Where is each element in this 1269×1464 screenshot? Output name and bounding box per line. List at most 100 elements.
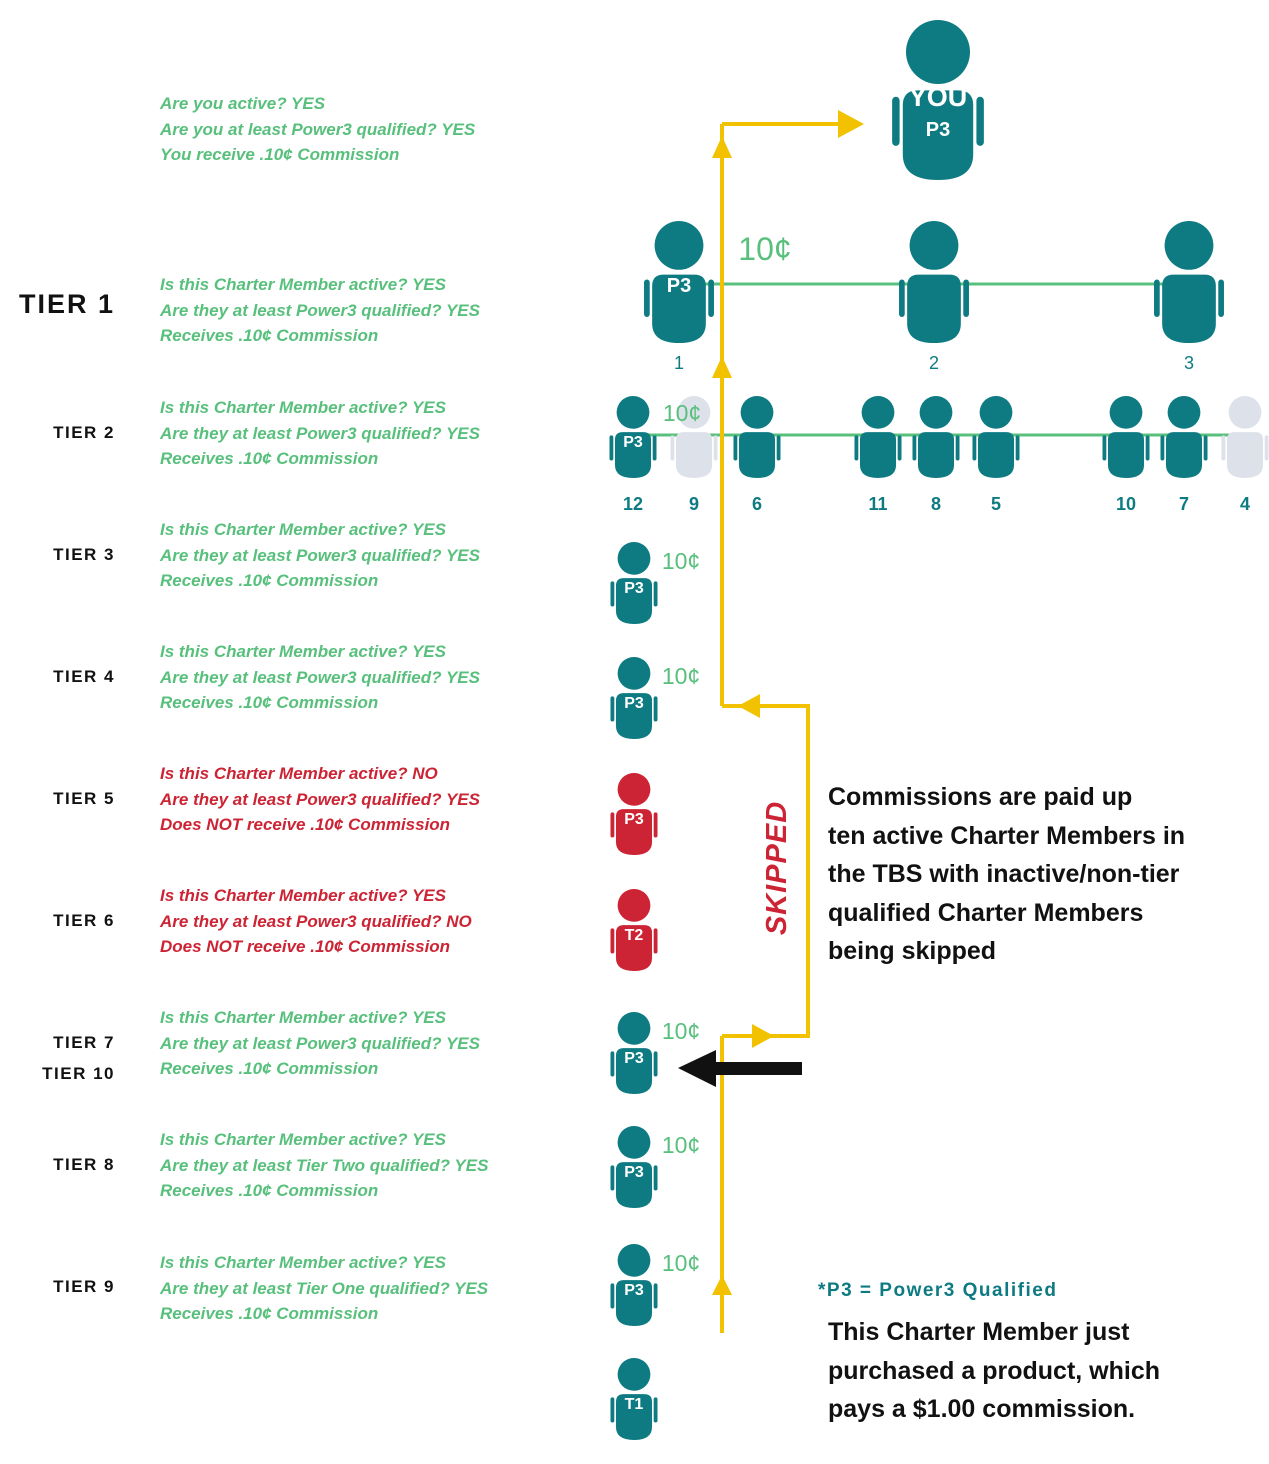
person-right-arm [653, 812, 658, 838]
person-right-arm [653, 1397, 658, 1423]
you-question-qualified: Are you at least Power3 qualified? YES [160, 119, 476, 139]
chain-commission: 10¢ [662, 548, 700, 574]
tier-1-questions: Is this Charter Member active? YES Are t… [160, 272, 480, 349]
member-number: 1 [674, 353, 684, 373]
person-right-arm [1203, 435, 1208, 461]
person-head [861, 396, 895, 429]
tier-2-question-qualified: Are they at least Power3 qualified? YES [160, 423, 480, 443]
person-body [859, 432, 897, 478]
person-right-arm [1145, 435, 1150, 461]
tier-6-question-commission: Does NOT receive .10¢ Commission [160, 937, 451, 956]
member-badge: P3 [667, 275, 691, 297]
tier-2-question-commission: Receives .10¢ Commission [160, 449, 379, 468]
person-body [1107, 432, 1145, 478]
tier-1-question-active: Is this Charter Member active? YES [160, 275, 446, 294]
you-question-active: Are you active? YES [160, 94, 326, 113]
person-head [617, 889, 651, 922]
member-number: 4 [1240, 494, 1250, 514]
person-right-arm [653, 1051, 658, 1077]
arrow-head-up [712, 136, 732, 158]
person-head [617, 1244, 651, 1277]
tier-2-member-icon [1102, 396, 1150, 478]
arrow-head-up [712, 356, 732, 378]
tier-7-question-commission: Receives .10¢ Commission [160, 1059, 379, 1078]
person-body [977, 432, 1015, 478]
person-left-arm [609, 435, 614, 461]
member-number: 3 [1184, 353, 1194, 373]
tier-4-label: TIER 4 [53, 667, 115, 686]
tier-9-label: TIER 9 [53, 1277, 115, 1296]
member-number: 9 [689, 494, 699, 514]
tier-2-member-icon [972, 396, 1020, 478]
person-left-arm [610, 812, 615, 838]
person-right-arm [1264, 435, 1269, 461]
tier-6-question-qualified: Are they at least Power3 qualified? NO [160, 911, 472, 931]
tier-5-questions: Is this Charter Member active? NO Are th… [160, 761, 480, 838]
person-body [652, 274, 706, 343]
member-badge: P3 [624, 1164, 644, 1181]
chain-member-icon: P3 [610, 657, 658, 739]
person-head [617, 542, 651, 575]
person-body [615, 925, 653, 971]
person-left-arm [892, 96, 900, 146]
tier-10-label: TIER 10 [42, 1064, 115, 1083]
tier-2-label: TIER 2 [53, 423, 115, 442]
chain-member-icon: P3 [610, 542, 658, 624]
tier-3-label: TIER 3 [53, 545, 115, 564]
person-right-arm [708, 279, 714, 317]
person-body [615, 1048, 653, 1094]
tier-5-label: TIER 5 [53, 789, 115, 808]
person-head [617, 657, 651, 690]
tier-4-question-qualified: Are they at least Power3 qualified? YES [160, 667, 480, 687]
person-right-arm [955, 435, 960, 461]
member-number: 12 [623, 494, 643, 514]
person-left-arm [610, 581, 615, 607]
person-body [615, 693, 653, 739]
person-left-arm [644, 279, 650, 317]
tier-3-question-commission: Receives .10¢ Commission [160, 571, 379, 590]
tier-2-question-active: Is this Charter Member active? YES [160, 398, 446, 417]
person-head [979, 396, 1013, 429]
member-badge: T1 [625, 1396, 644, 1413]
skip-explanation-line: qualified Charter Members [828, 898, 1144, 927]
member-number: 8 [931, 494, 941, 514]
tier-2-member-icon [912, 396, 960, 478]
tier-2-member-icon: P3 [609, 396, 657, 478]
person-head [616, 396, 650, 429]
arrow-head-right [752, 1024, 774, 1048]
person-left-arm [610, 1283, 615, 1309]
you-questions: Are you active? YES Are you at least Pow… [160, 91, 475, 168]
person-body [615, 1162, 653, 1208]
tier-1-question-commission: Receives .10¢ Commission [160, 326, 379, 345]
tier-6-questions: Is this Charter Member active? YES Are t… [160, 883, 472, 960]
tier-2-member-icon [1160, 396, 1208, 478]
tier-4-question-commission: Receives .10¢ Commission [160, 693, 379, 712]
member-number: 7 [1179, 494, 1189, 514]
person-body [615, 1280, 653, 1326]
tier-6-question-active: Is this Charter Member active? YES [160, 886, 446, 905]
person-left-arm [670, 435, 675, 461]
purchase-note: This Charter Member just purchased a pro… [828, 1313, 1160, 1429]
person-head [617, 1358, 651, 1391]
person-body [1165, 432, 1203, 478]
person-right-arm [652, 435, 657, 461]
member-badge: P3 [624, 1282, 644, 1299]
person-right-arm [963, 279, 969, 317]
tier-4-questions: Is this Charter Member active? YES Are t… [160, 639, 480, 716]
chain-member-icon: P3 [610, 1244, 658, 1326]
tier-8-questions: Is this Charter Member active? YES Are t… [160, 1127, 488, 1204]
person-head [1228, 396, 1262, 429]
person-left-arm [972, 435, 977, 461]
tier-8-label: TIER 8 [53, 1155, 115, 1174]
person-head [906, 20, 970, 84]
tier-1-commission: 10¢ [738, 231, 791, 267]
member-badge: P3 [624, 1050, 644, 1067]
chain-commission: 10¢ [662, 1132, 700, 1158]
person-body [615, 578, 653, 624]
arrow-head-right [838, 110, 864, 138]
tier-1-member-icon [899, 221, 969, 343]
person-left-arm [1154, 279, 1160, 317]
person-head [677, 396, 711, 429]
member-badge: P3 [623, 434, 643, 451]
